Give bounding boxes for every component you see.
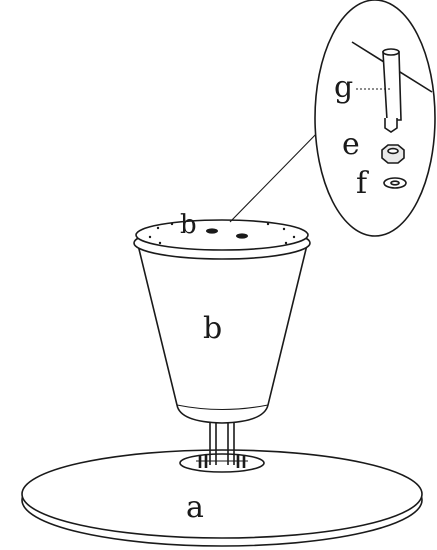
label-body-b: b xyxy=(203,311,222,346)
label-top-plate-b: b xyxy=(180,210,197,240)
rod-g xyxy=(351,41,433,133)
connecting-bolts xyxy=(196,420,248,468)
label-rod-g: g xyxy=(334,70,353,105)
detail-callout xyxy=(314,0,436,237)
rim-dots xyxy=(148,222,296,245)
washer-f xyxy=(383,177,407,189)
top-second-hole xyxy=(236,233,248,239)
label-washer-f: f xyxy=(356,166,369,201)
base-plate-top xyxy=(21,449,423,539)
detail-ellipse xyxy=(314,0,436,237)
cone-body xyxy=(136,244,309,424)
top-plate-surface xyxy=(135,219,309,251)
base-mount-hole xyxy=(179,453,265,473)
base-plate xyxy=(21,449,423,547)
top-center-hole xyxy=(206,228,218,234)
top-plate xyxy=(133,219,311,260)
nut-e xyxy=(381,144,405,164)
cone-shell xyxy=(136,244,309,424)
label-nut-e: e xyxy=(342,127,360,162)
detail-leader-line xyxy=(229,127,323,223)
label-base-a: a xyxy=(186,490,204,525)
